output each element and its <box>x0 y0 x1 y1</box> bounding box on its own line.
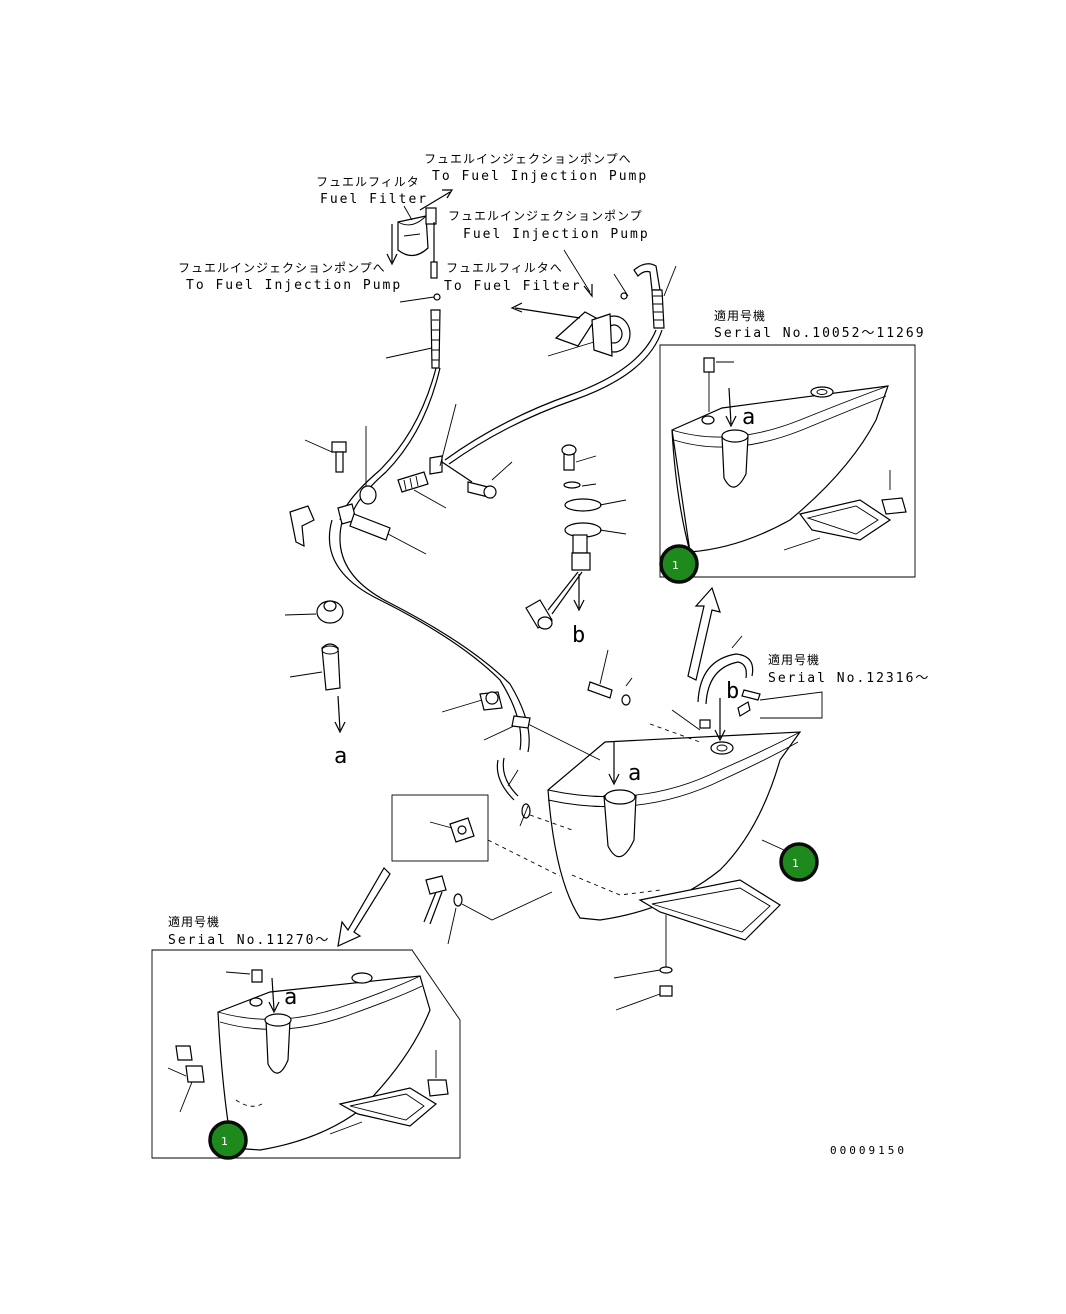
ref-b-tank-label: b <box>726 679 739 704</box>
inset-bottom-serial: Serial No.11270～ <box>168 933 330 948</box>
upper-hose <box>339 293 441 523</box>
to-pump-top-en-label: To Fuel Injection Pump <box>432 169 648 184</box>
to-pump-left-en-label: To Fuel Injection Pump <box>186 278 402 293</box>
breather-pipe <box>587 635 823 719</box>
fuel-injection-pump <box>444 249 677 465</box>
bottom-bolts <box>423 875 673 1011</box>
fuel-filter-jp-label: フュエルフィルタ <box>316 175 420 189</box>
inset-top-serial: Serial No.10052～11269 <box>714 326 926 341</box>
to-pump-top-jp-label: フュエルインジェクションポンプへ <box>424 152 632 166</box>
tank-clamp-group <box>441 691 573 831</box>
fuel-filter-en-label: Fuel Filter <box>320 192 428 207</box>
ref-a-left-label: a <box>334 744 347 769</box>
drawing-number: 00009150 <box>830 1144 907 1157</box>
arrow-to-bottom-inset <box>337 867 391 948</box>
fuel-sender-unit <box>525 444 627 630</box>
svg-text:1: 1 <box>792 857 799 870</box>
detail-box <box>391 794 561 877</box>
ref-a-inset-top-label: a <box>742 405 755 430</box>
badge-main: 1 <box>779 842 819 882</box>
pump-jp-label: フュエルインジェクションポンプ <box>448 209 643 223</box>
filler-cap-parts <box>284 600 346 734</box>
fuel-filter <box>386 189 454 279</box>
inset-top-title: 適用号機 <box>714 308 766 323</box>
ref-b-label: b <box>572 623 585 648</box>
to-filter-en-label: To Fuel Filter <box>444 279 582 294</box>
return-hose <box>328 519 522 751</box>
inset-middle-serial: Serial No.12316～ <box>768 671 930 686</box>
pump-en-label: Fuel Injection Pump <box>463 227 650 242</box>
clamp-bolt-group <box>289 403 513 555</box>
svg-text:1: 1 <box>221 1135 228 1148</box>
svg-text:1: 1 <box>672 559 679 572</box>
ref-a-tank-label: a <box>628 761 641 786</box>
fuel-tank-main <box>519 698 802 941</box>
inset-bottom-left <box>151 949 461 1159</box>
ref-a-inset-bottom-label: a <box>284 985 297 1010</box>
arrow-to-top-inset <box>687 586 721 681</box>
return-hose-outer <box>339 521 530 753</box>
inset-middle-title: 適用号機 <box>768 652 820 667</box>
badge-bottom-left: 1 <box>208 1120 248 1160</box>
inset-bottom-title: 適用号機 <box>168 914 220 929</box>
to-filter-jp-label: フュエルフィルタへ <box>446 261 563 275</box>
inset-top-right <box>659 344 916 578</box>
to-pump-left-jp-label: フュエルインジェクションポンプへ <box>178 261 386 275</box>
badge-top-right: 1 <box>659 544 699 584</box>
